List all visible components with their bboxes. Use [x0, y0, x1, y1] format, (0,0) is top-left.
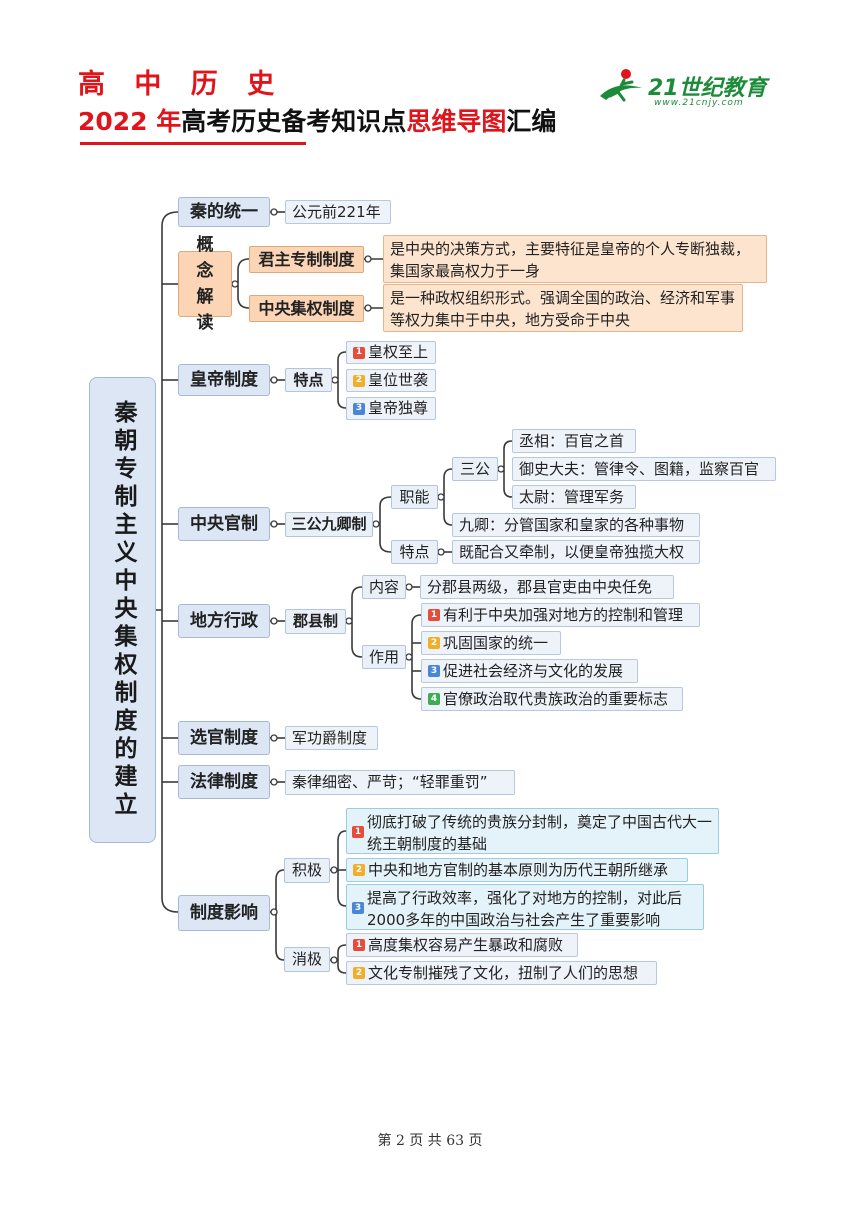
leaf-text: 皇位世袭: [368, 371, 429, 389]
leaf-text: 巩固国家的统一: [443, 633, 549, 652]
node-local-admin: 地方行政: [178, 604, 270, 638]
number-3-icon: 3: [352, 902, 364, 914]
node-monarchy: 君主专制制度: [249, 246, 364, 273]
leaf-text: 提高了行政效率，强化了对地方的控制，对此后2000多年的中国政治与社会产生了重要…: [367, 889, 683, 929]
leaf-official-selection: 军功爵制度: [285, 726, 378, 750]
node-positive: 积极: [284, 858, 330, 883]
leaf-text: 皇帝独尊: [368, 399, 429, 417]
subject-title: 高 中 历 史: [78, 69, 285, 100]
node-official-selection: 选官制度: [178, 721, 270, 755]
leaf-text: 彻底打破了传统的贵族分封制，奠定了中国古代大一统王朝制度的基础: [367, 813, 713, 853]
node-sangong: 三公: [452, 457, 498, 481]
node-emperor-feature: 特点: [285, 368, 332, 392]
node-prefecture-county: 郡县制: [285, 609, 346, 634]
node-legal-system: 法律制度: [178, 765, 270, 799]
leaf-unification-year: 公元前221年: [285, 200, 391, 224]
logo-url: www.21cnjy.com: [654, 98, 744, 108]
logo-text: 21世纪教育: [648, 76, 767, 101]
number-4-icon: 4: [428, 693, 440, 705]
node-negative: 消极: [284, 947, 330, 972]
leaf-legal-system: 秦律细密、严苛；“轻罪重罚”: [285, 770, 515, 795]
node-influence: 制度影响: [178, 895, 270, 931]
leaf-sangong-item: 丞相：百官之首: [512, 429, 636, 453]
node-emperor-system: 皇帝制度: [178, 364, 270, 396]
number-2-icon: 2: [353, 864, 365, 876]
number-1-icon: 1: [353, 939, 365, 951]
page-number: 第 2 页 共 63 页: [377, 1133, 483, 1149]
node-central-feature: 特点: [391, 540, 438, 564]
node-local-content: 内容: [362, 575, 406, 599]
running-person-logo-icon: [600, 69, 642, 102]
node-central-officials: 中央官制: [178, 507, 270, 541]
node-sangong-jiuqing: 三公九卿制: [285, 512, 373, 537]
leaf-monarchy-desc: 是中央的决策方式，主要特征是皇帝的个人专断独裁，集国家最高权力于一身: [383, 235, 767, 283]
title-underline: [80, 142, 306, 145]
leaf-sangong-item: 太尉：管理军务: [512, 485, 636, 509]
number-1-icon: 1: [428, 609, 440, 621]
number-2-icon: 2: [353, 967, 365, 979]
node-unification: 秦的统一: [178, 197, 270, 227]
root-label: 秦朝专制主义中央集权制度的建立: [110, 400, 136, 820]
node-central-power: 中央集权制度: [249, 295, 364, 322]
title-highlight: 思维导图: [406, 107, 507, 136]
leaf-text: 文化专制摧残了文化，扭制了人们的思想: [368, 963, 639, 982]
leaf-sangong-item: 御史大夫：管律令、图籍，监察百官: [512, 457, 776, 481]
number-3-icon: 3: [428, 665, 440, 677]
leaf-text: 有利于中央加强对地方的控制和管理: [443, 605, 684, 624]
root-node: 秦朝专制主义中央集权制度的建立: [89, 377, 156, 843]
title-part2: 汇编: [506, 107, 557, 136]
node-duty: 职能: [391, 485, 438, 509]
brand-logo: 21世纪教育 www.21cnjy.com: [596, 66, 767, 114]
document-title: 2022 年高考历史备考知识点思维导图汇编: [78, 102, 556, 138]
node-local-role: 作用: [362, 645, 406, 669]
leaf-text: 高度集权容易产生暴政和腐败: [368, 935, 564, 954]
leaf-central-feature: 既配合又牵制，以便皇帝独揽大权: [452, 540, 700, 564]
title-part1: 高考历史备考知识点: [181, 107, 407, 136]
leaf-jiuqing: 九卿：分管国家和皇家的各种事物: [452, 513, 700, 537]
leaf-central-power-desc: 是一种政权组织形式。强调全国的政治、经济和军事等权力集中于中央，地方受命于中央: [383, 284, 743, 332]
title-year: 2022 年: [78, 107, 182, 136]
number-1-icon: 1: [352, 826, 364, 838]
leaf-text: 官僚政治取代贵族政治的重要标志: [443, 689, 669, 708]
number-2-icon: 2: [428, 637, 440, 649]
node-concept: 概念解读: [178, 235, 232, 333]
number-2-icon: 2: [353, 374, 365, 387]
number-3-icon: 3: [353, 402, 365, 415]
leaf-text: 促进社会经济与文化的发展: [443, 661, 624, 680]
leaf-local-content: 分郡县两级，郡县官吏由中央任免: [420, 575, 674, 599]
number-1-icon: 1: [353, 346, 365, 359]
leaf-text: 中央和地方官制的基本原则为历代王朝所继承: [368, 860, 669, 879]
leaf-text: 皇权至上: [368, 343, 429, 361]
